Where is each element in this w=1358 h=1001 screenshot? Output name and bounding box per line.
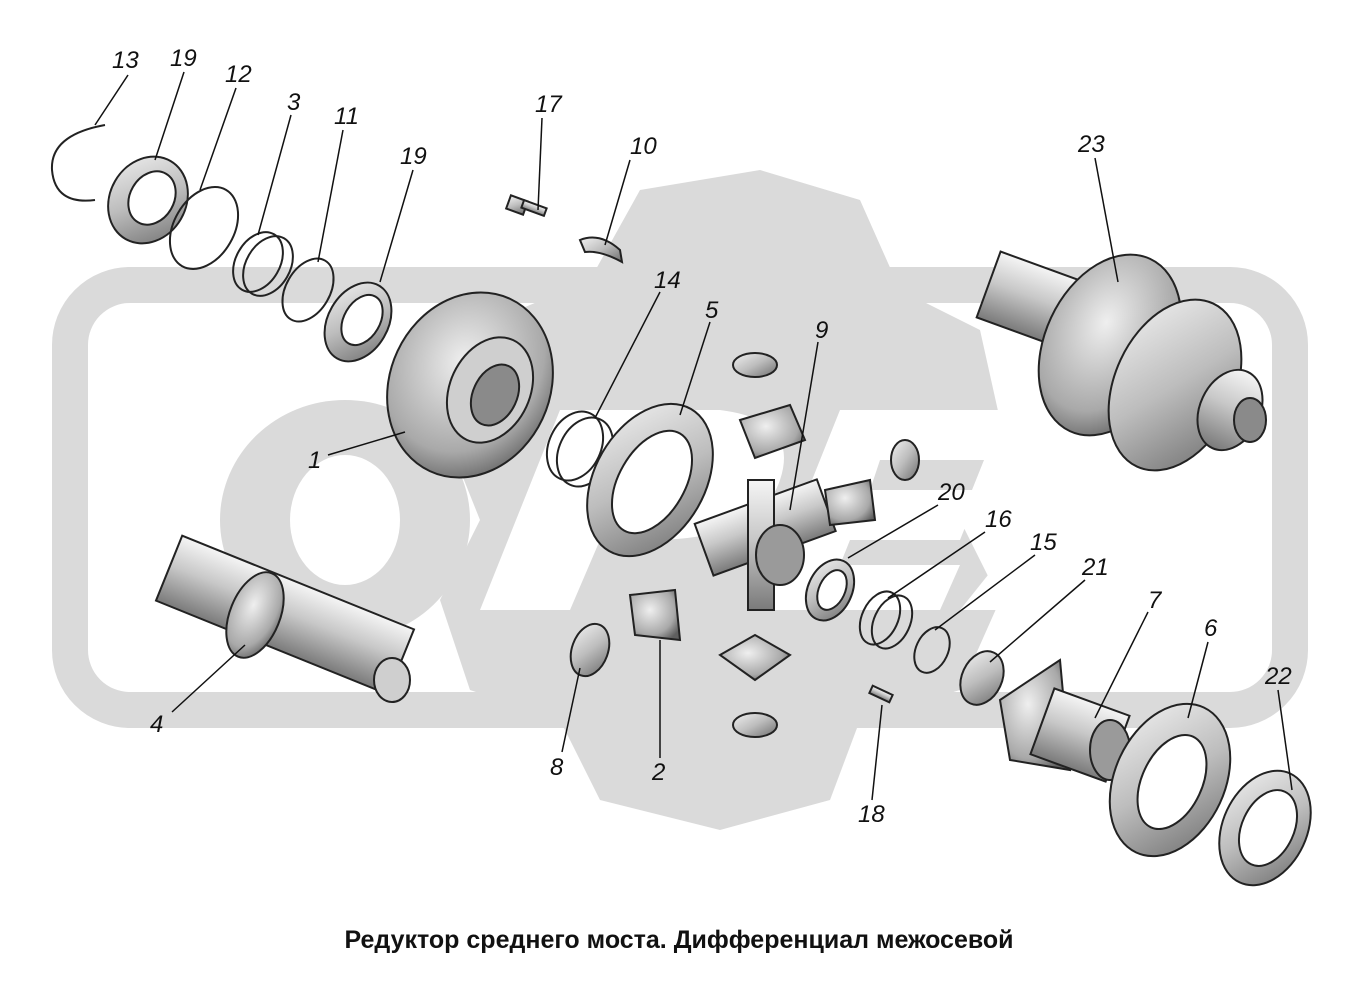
callout-11: 11: [334, 103, 359, 130]
callout-6: 6: [1204, 615, 1218, 642]
part-21-needle-bearing: [959, 650, 1005, 706]
part-20-ring: [804, 558, 856, 622]
part-9-cross: [693, 403, 877, 611]
part-10-lock-plate: [578, 236, 624, 264]
part-washers: [732, 352, 920, 738]
callouts: 13 19 12 3 11 19 17 10 23 14 5 9 1 20 16…: [112, 45, 1292, 828]
part-1-gear: [386, 291, 554, 479]
callout-18: 18: [858, 801, 885, 828]
callout-20: 20: [937, 479, 965, 506]
callout-5: 5: [705, 297, 719, 324]
part-2-pinion: [628, 588, 682, 642]
part-17-bolt: [504, 194, 548, 218]
callout-4: 4: [150, 711, 163, 738]
callout-21: 21: [1081, 554, 1109, 581]
callout-22: 22: [1264, 663, 1292, 690]
part-7-pinion-shaft: [998, 658, 1131, 783]
callout-2: 2: [651, 759, 665, 786]
callout-8: 8: [550, 754, 564, 781]
callout-19-right: 19: [400, 143, 427, 170]
leader-lines: [94, 71, 1293, 801]
callout-19-left: 19: [170, 45, 197, 72]
callout-9: 9: [815, 317, 828, 344]
diagram-title: Редуктор среднего моста. Дифференциал ме…: [344, 926, 1014, 954]
part-3-rings: [232, 231, 294, 297]
part-22-bearing: [1218, 769, 1312, 887]
part-pinion-bottom: [718, 633, 792, 682]
part-12-ring: [168, 186, 240, 270]
callout-1: 1: [308, 447, 321, 474]
part-19-bearing-left: [107, 155, 189, 245]
callout-13: 13: [112, 47, 139, 74]
callout-12: 12: [225, 61, 252, 88]
part-18-pin: [868, 684, 894, 704]
part-16-rings: [858, 590, 914, 650]
callout-7: 7: [1148, 587, 1163, 614]
part-4-shaft: [154, 534, 416, 703]
part-8-washer: [569, 622, 611, 678]
callout-14: 14: [654, 267, 681, 294]
callout-15: 15: [1030, 529, 1057, 556]
part-11-ring: [281, 257, 335, 323]
part-13-snap-ring: [50, 124, 106, 202]
part-23-assembly: [975, 250, 1267, 472]
callout-17: 17: [535, 91, 563, 118]
callout-3: 3: [287, 89, 301, 116]
callout-10: 10: [630, 133, 657, 160]
part-19-bearing-right: [323, 281, 393, 363]
callout-23: 23: [1077, 131, 1105, 158]
part-15-ring: [913, 626, 951, 674]
part-6-housing: [1108, 702, 1232, 858]
callout-16: 16: [985, 506, 1012, 533]
part-5-housing: [586, 402, 714, 558]
